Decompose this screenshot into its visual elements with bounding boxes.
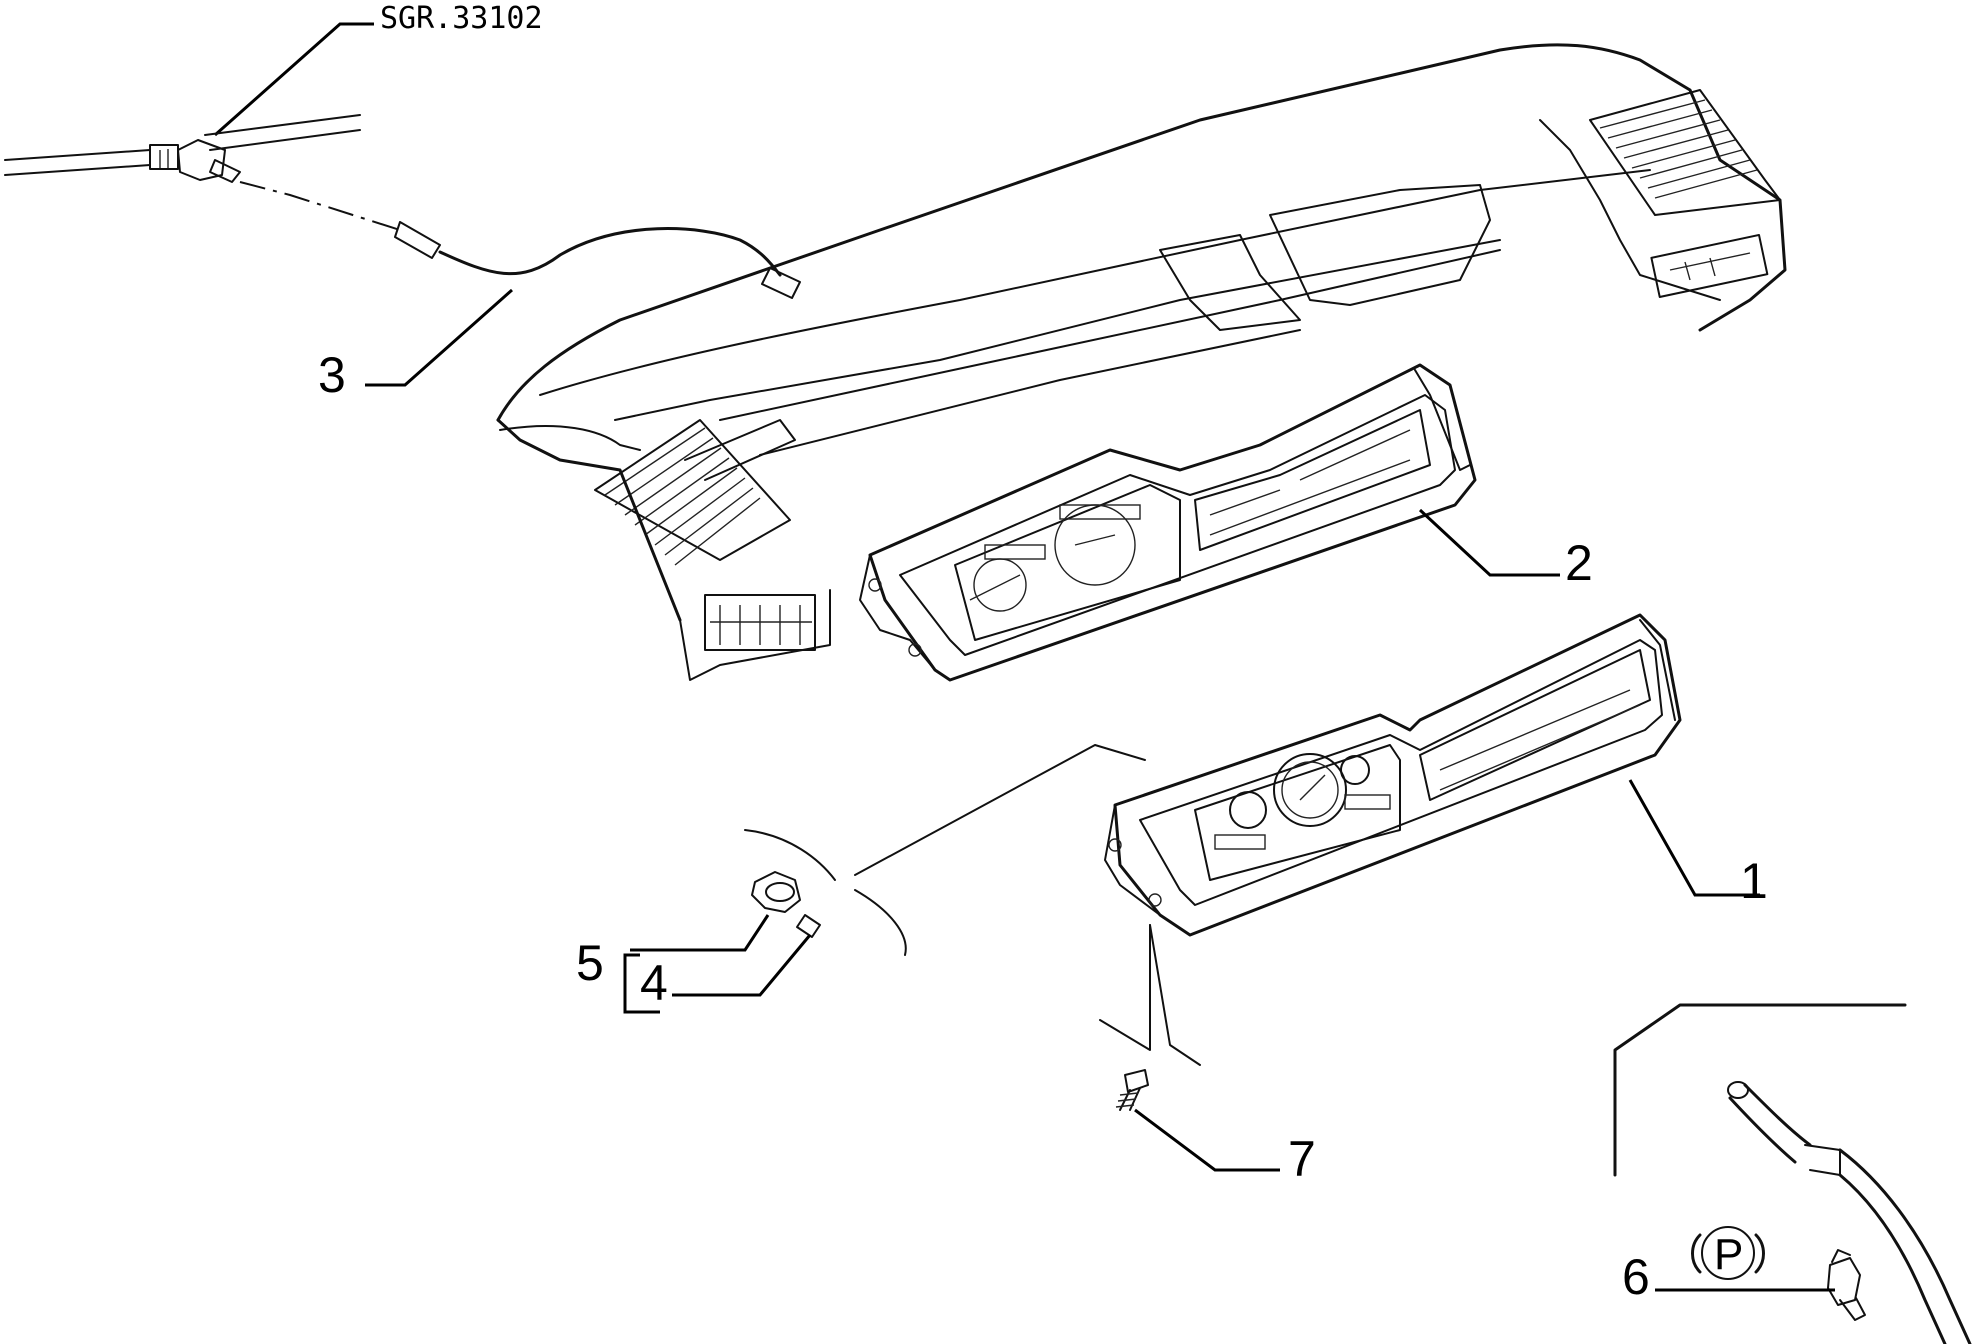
bracket-5-4 [623,953,660,1014]
callout-5: 5 [576,935,604,991]
part-4-bulb [796,914,821,938]
callout-7: 7 [1288,1131,1316,1187]
leader-1 [1628,779,1760,897]
screw-axis-left [1099,924,1151,1051]
part-3-tube [394,221,801,299]
reference-code: SGR.33102 [380,1,543,36]
leader-2 [1418,508,1560,577]
screw-axis-right [1149,924,1201,1066]
callout-4: 4 [640,955,668,1011]
leader-5 [630,914,770,952]
detail-bracket-upper [854,744,1146,876]
detail-outline [744,829,836,881]
handbrake-lever [1727,1081,1972,1344]
callout-6: 6 [1622,1249,1650,1305]
callout-3: 3 [318,347,346,403]
part-1-cluster [1104,613,1682,937]
dashboard-panel [496,43,1787,681]
parking-brake-icon: P [1691,1226,1765,1280]
leader-4 [672,934,812,997]
part-5-bulb-holder [751,871,801,913]
reference-leader [214,22,374,137]
cable-axis-line [239,181,401,231]
part-2-cluster-mounted [859,363,1477,682]
cable-connector [4,114,361,183]
part-6-switch [1827,1249,1866,1321]
leader-3 [365,288,513,387]
leader-7 [1134,1108,1280,1172]
detail-bracket-curve [854,889,907,956]
callout-1: 1 [1740,853,1768,909]
detail-frame-6 [1613,1003,1907,1177]
callout-2: 2 [1565,535,1593,591]
parking-symbol: P [1714,1230,1743,1279]
part-7-screw [1115,1069,1149,1111]
